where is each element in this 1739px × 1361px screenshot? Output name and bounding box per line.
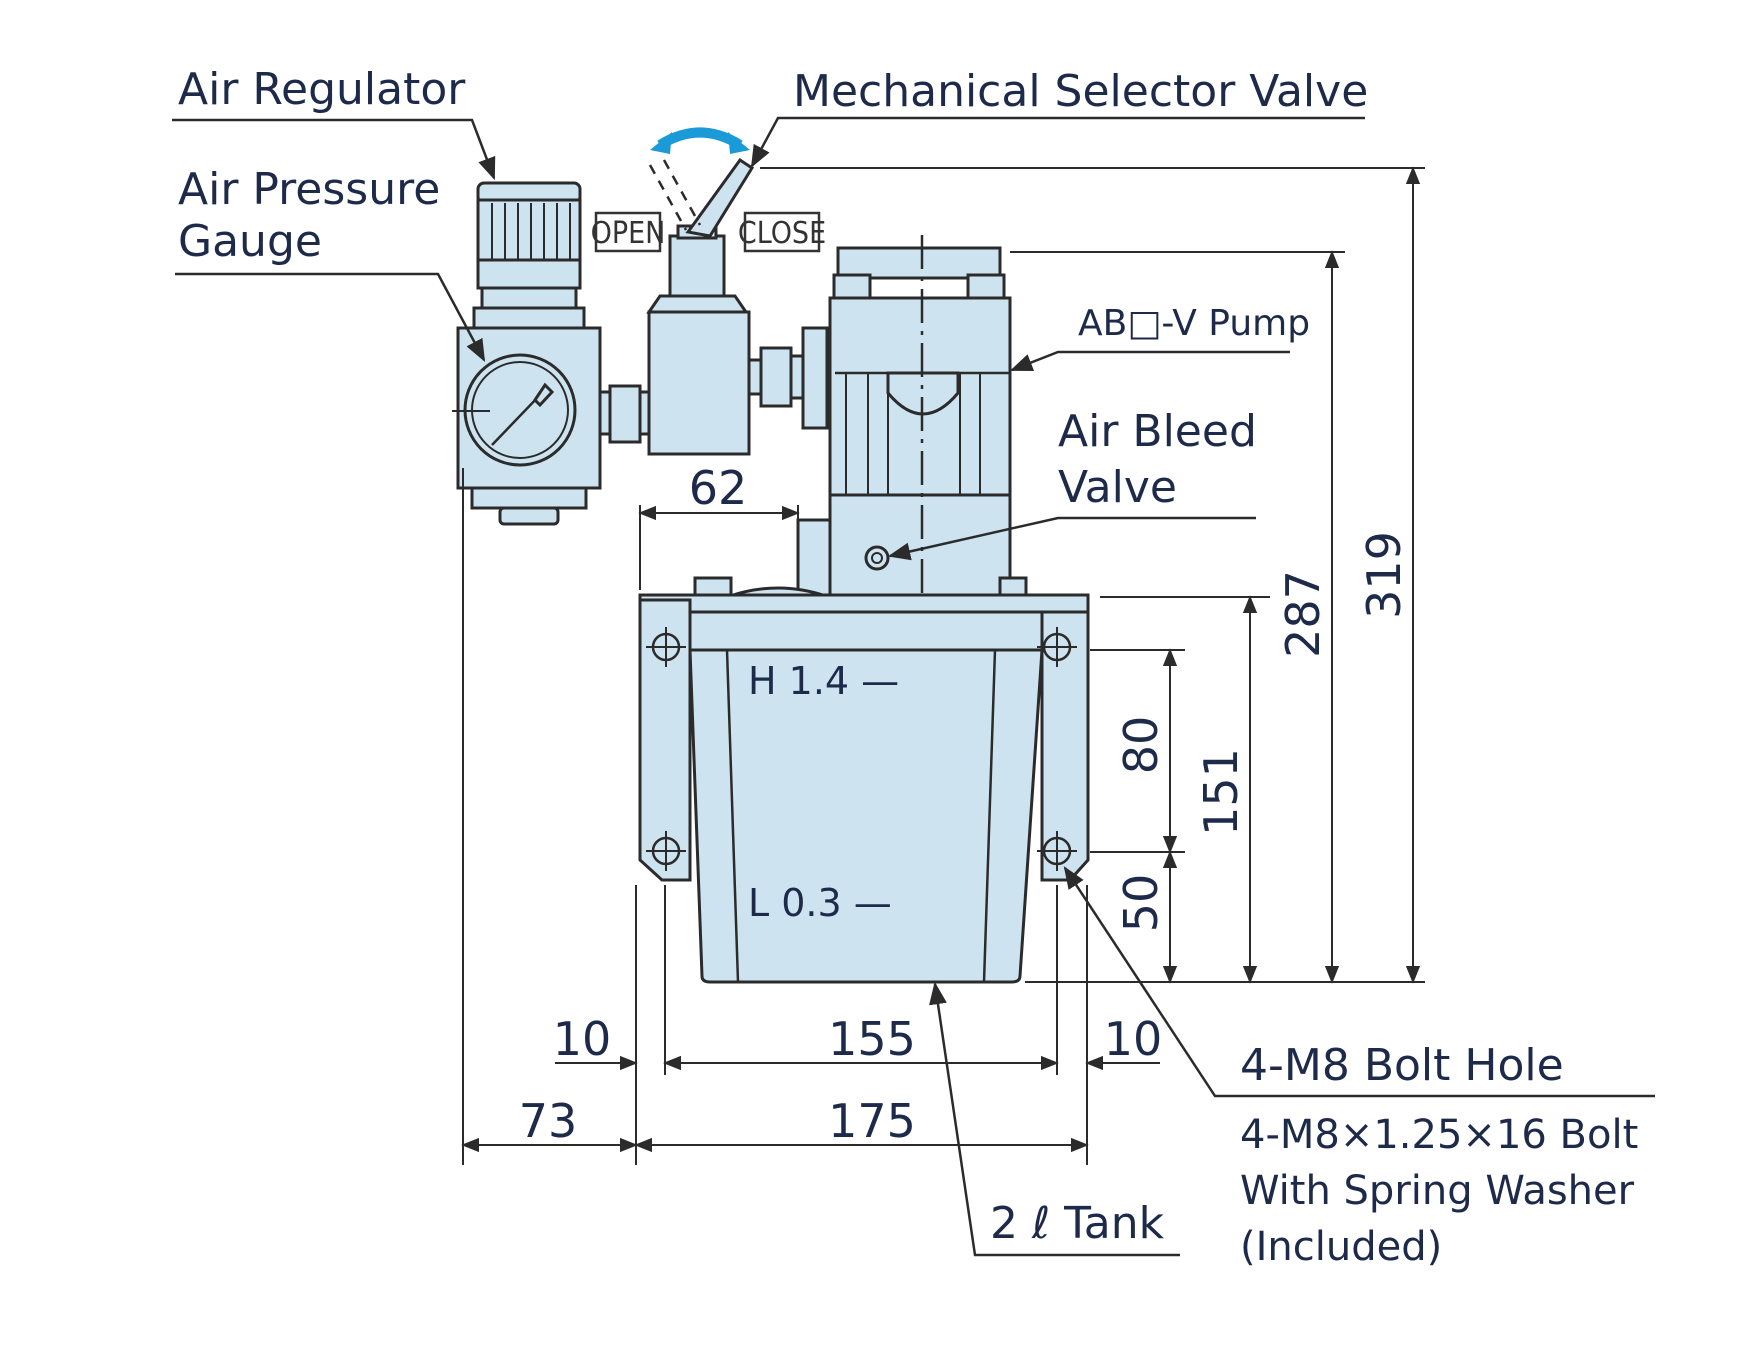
bolt-hole-icon [646,627,686,667]
dim-155: 155 [828,1012,916,1066]
tank-label: 2 ℓ Tank [990,1198,1165,1249]
lever-arrow-left-icon [650,132,672,154]
bolt-spec-line1: 4-M8×1.25×16 Bolt [1240,1112,1638,1158]
lever-arrow-right-icon [728,132,750,154]
bolt-spec-line2: With Spring Washer [1240,1168,1635,1214]
callout-leaders [172,116,1655,1257]
close-tag: CLOSE [738,211,826,253]
low-level-mark: L 0.3 — [748,881,892,925]
dimension-lines [461,166,1421,1153]
high-level-mark: H 1.4 — [748,659,899,703]
open-tag: OPEN [591,211,666,253]
dim-175: 175 [828,1094,916,1148]
extension-lines [462,167,1425,1165]
air-regulator-label: Air Regulator [178,64,466,115]
air-pressure-gauge-label-line2: Gauge [178,216,322,267]
regulator-nipple [598,384,654,444]
valve-to-pump-fitting [747,326,829,430]
bolt-hole-icon [1037,831,1077,871]
bolt-hole-label: 4-M8 Bolt Hole [1240,1040,1564,1091]
dim-319: 319 [1357,531,1411,619]
bolt-hole-icon [646,831,686,871]
mechanical-selector-valve-label: Mechanical Selector Valve [793,66,1368,117]
pump-label: AB□-V Pump [1078,303,1310,344]
dim-151: 151 [1194,748,1248,836]
bolt-holes [646,627,1077,871]
dim-287: 287 [1276,570,1330,658]
dim-62: 62 [689,461,748,515]
air-bleed-valve-label-line1: Air Bleed [1058,406,1257,457]
bolt-hole-icon [1037,627,1077,667]
ab-v-pump [796,246,1028,598]
dim-50: 50 [1114,874,1168,933]
air-pressure-gauge-label-line1: Air Pressure [178,164,440,215]
lever-rotation-arrow-icon [657,127,743,150]
air-pressure-gauge [452,353,577,467]
mechanical-selector-valve [646,157,755,456]
open-tag-label: OPEN [591,216,666,251]
dim-73: 73 [519,1094,578,1148]
air-bleed-valve-label-line2: Valve [1058,462,1177,513]
close-tag-label: CLOSE [738,216,826,251]
dim-10-left: 10 [553,1012,612,1066]
air-bleed-valve [864,545,890,571]
dim-80: 80 [1114,716,1168,775]
bolt-spec-line3: (Included) [1240,1224,1442,1270]
dim-10-right: 10 [1104,1012,1163,1066]
